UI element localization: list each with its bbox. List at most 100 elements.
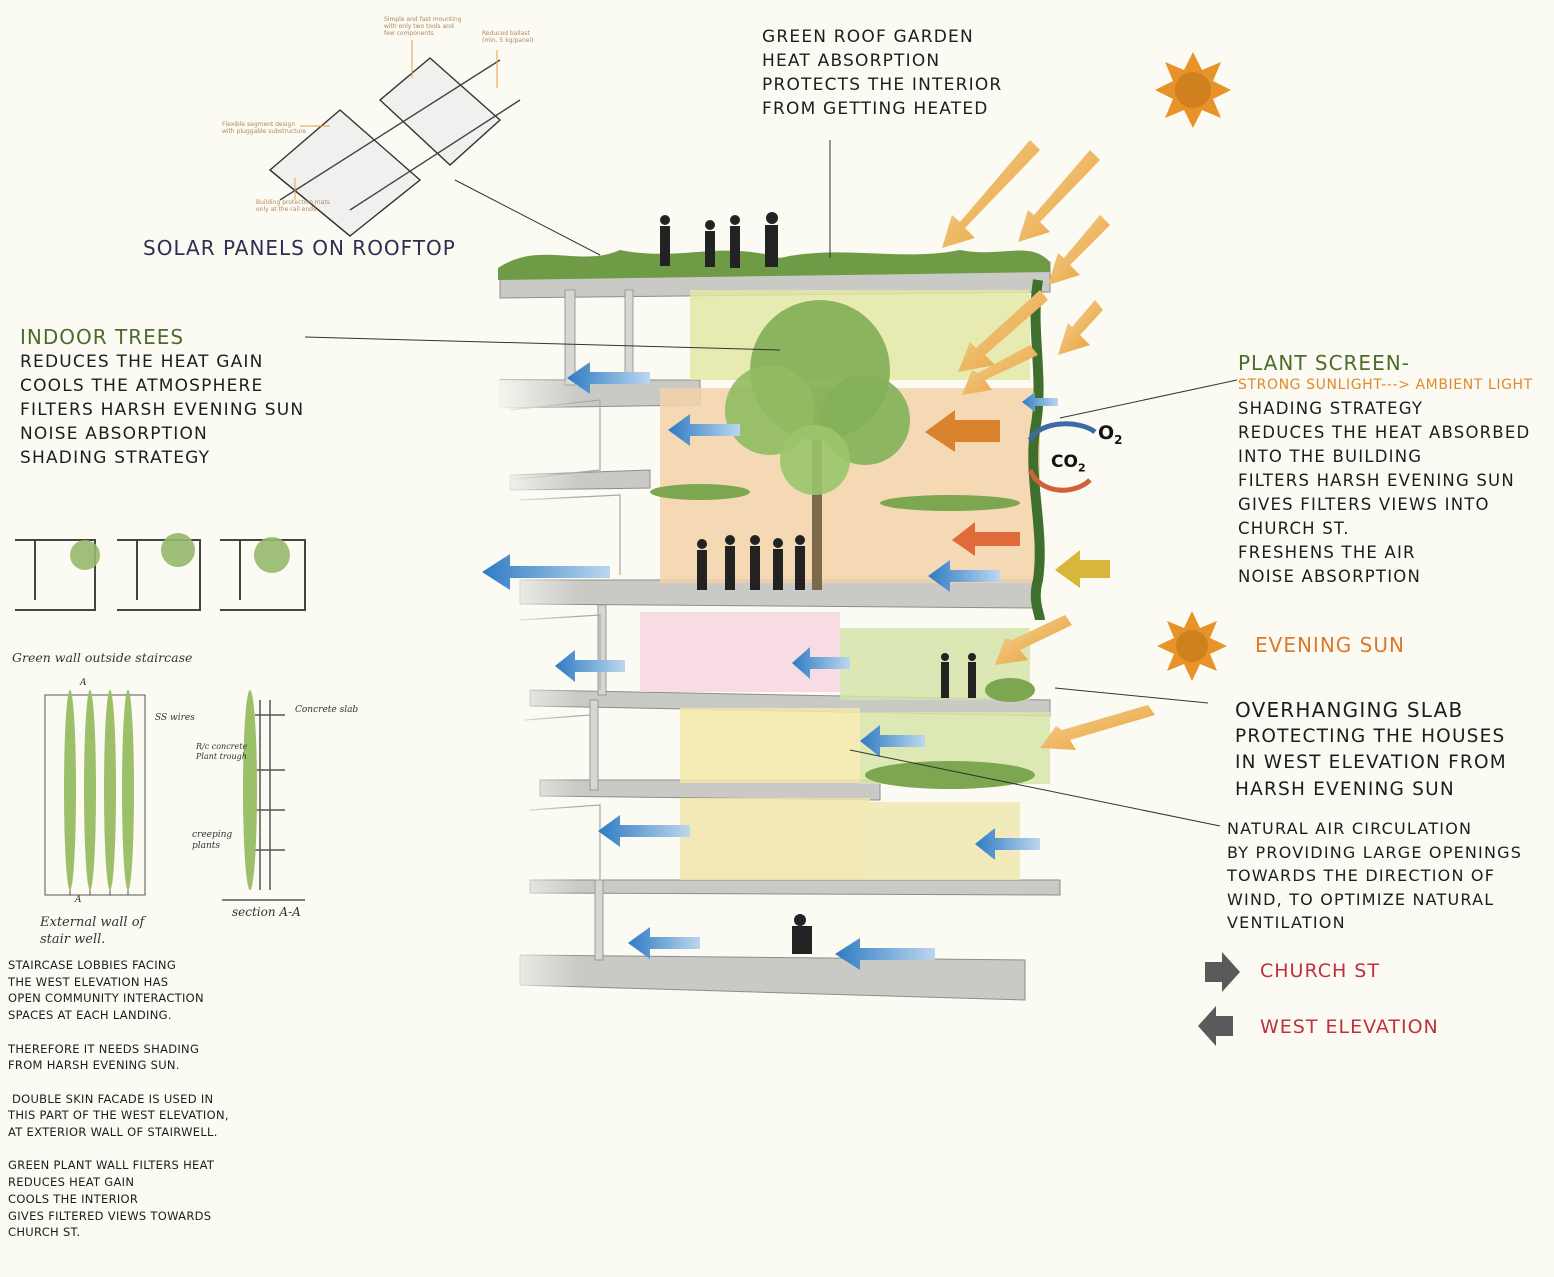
church-st-legend: CHURCH ST	[1260, 960, 1380, 982]
label-line: FRESHENS THE AIR	[1238, 543, 1416, 562]
sun-ray-arrow	[1040, 705, 1155, 750]
note-line	[8, 1074, 229, 1091]
evening-sun-label: EVENING SUN	[1255, 633, 1405, 657]
legend-arrows	[1198, 952, 1240, 1046]
label-line: HEAT ABSORPTION	[762, 51, 941, 71]
note-line: plants	[192, 841, 221, 851]
sun-ray-arrow	[1048, 215, 1110, 285]
note-line	[8, 1141, 229, 1158]
label-line: FILTERS HARSH EVENING SUN	[20, 400, 305, 420]
label-line: TOWARDS THE DIRECTION OF	[1227, 866, 1496, 885]
wind-arrow	[567, 362, 650, 394]
heat-arrow	[1055, 550, 1110, 588]
a-marker-top: A	[80, 678, 87, 688]
sun-ray-arrow	[958, 290, 1048, 372]
sun-ray-arrow	[942, 140, 1040, 248]
wind-arrow	[928, 560, 1000, 592]
arrow-right-icon	[1205, 952, 1240, 992]
label-line: FILTERS HARSH EVENING SUN	[1238, 471, 1515, 490]
note-line: Plant trough	[196, 752, 247, 761]
note-line: FROM HARSH EVENING SUN.	[8, 1058, 180, 1073]
person-figure	[773, 538, 783, 590]
note-line: DOUBLE SKIN FACADE IS USED IN	[8, 1091, 214, 1106]
wind-arrow	[482, 554, 610, 590]
sun-ray-arrow	[1018, 150, 1100, 242]
solar-note-segment: Flexible segment design with pluggable s…	[222, 121, 306, 135]
label-line: PROTECTING THE HOUSES	[1235, 725, 1506, 747]
note-line: GREEN PLANT WALL FILTERS HEAT	[8, 1158, 215, 1173]
concrete-slab-note: Concrete slab	[295, 705, 359, 715]
wind-arrows	[482, 362, 1058, 970]
person-figure	[792, 914, 812, 954]
sun-rays	[942, 140, 1155, 750]
label-line: NATURAL AIR CIRCULATION	[1227, 819, 1473, 838]
label-line: GIVES FILTERS VIEWS INTO	[1238, 495, 1490, 514]
plant-screen-title: PLANT SCREEN-	[1238, 351, 1410, 375]
note-line: CHURCH ST.	[8, 1225, 81, 1240]
note-line: with only two tools and	[384, 23, 454, 30]
label-line: COOLS THE ATMOSPHERE	[20, 376, 264, 396]
staircase-notes: STAIRCASE LOBBIES FACING THE WEST ELEVAT…	[8, 957, 229, 1241]
green-wall-sketch-plants	[70, 533, 290, 573]
leader-lines	[304, 140, 1238, 827]
note-line: Reduced ballast	[482, 30, 530, 37]
co2-text: CO	[1051, 452, 1078, 472]
note-line: GIVES FILTERED VIEWS TOWARDS	[8, 1208, 212, 1223]
label-line: SHADING STRATEGY	[1238, 399, 1424, 418]
person-figure	[725, 535, 735, 590]
note-line: with pluggable substructure	[222, 128, 307, 135]
person-figure	[750, 535, 760, 590]
note-line: R/c concrete	[196, 742, 248, 751]
solar-panel-sketch	[268, 57, 521, 237]
label-line: INTO THE BUILDING	[1238, 447, 1423, 466]
label-line: NOISE ABSORPTION	[1238, 567, 1422, 586]
section-sketch	[222, 700, 305, 901]
indoor-trees-list: REDUCES THE HEAT GAIN COOLS THE ATMOSPHE…	[20, 350, 304, 470]
label-line: REDUCES THE HEAT GAIN	[20, 352, 264, 372]
person-figure	[660, 215, 670, 266]
section-caption: section A-A	[232, 905, 301, 919]
solar-callout-lines	[294, 40, 498, 200]
external-wall-vines	[64, 690, 134, 890]
plant-screen-subtitle: STRONG SUNLIGHT---> AMBIENT LIGHT	[1238, 377, 1533, 393]
person-figure	[968, 653, 976, 698]
label-line: IN WEST ELEVATION FROM	[1235, 752, 1507, 773]
sun-ray-arrow	[962, 345, 1038, 395]
note-line	[8, 1024, 229, 1041]
section-vine	[243, 690, 257, 890]
label-line: VENTILATION	[1227, 913, 1346, 932]
west-elevation-legend: WEST ELEVATION	[1260, 1016, 1439, 1038]
sun-ray-arrow	[995, 615, 1072, 665]
wind-arrow	[860, 725, 925, 757]
creeping-plants-note: creeping plants	[192, 830, 232, 852]
wind-arrow	[835, 938, 935, 970]
note-line: Building protection mats	[256, 199, 330, 206]
sun-ray-arrow	[1058, 300, 1103, 355]
solar-note-ballast: Reduced ballast (min. 5 kg/panel)	[482, 30, 534, 44]
heat-arrow	[925, 410, 1000, 452]
wind-arrow	[598, 815, 690, 847]
note-line: AT EXTERIOR WALL OF STAIRWELL.	[8, 1125, 218, 1139]
person-figure	[705, 220, 715, 267]
label-line: GREEN ROOF GARDEN	[762, 27, 974, 47]
person-figure	[765, 212, 778, 267]
note-line: (min. 5 kg/panel)	[482, 37, 534, 44]
person-figure	[697, 539, 707, 590]
note-line: THE WEST ELEVATION HAS	[8, 974, 169, 989]
label-line: HARSH EVENING SUN	[1235, 778, 1455, 800]
label-line: PROTECTS THE INTERIOR	[762, 75, 1003, 95]
label-line: SHADING STRATEGY	[20, 448, 211, 468]
sun-icon-evening	[1157, 611, 1227, 681]
indoor-tree	[725, 300, 910, 590]
heat-arrows	[925, 410, 1110, 588]
label-line: WIND, TO OPTIMIZE NATURAL	[1227, 889, 1495, 909]
note-line: OPEN COMMUNITY INTERACTION	[8, 991, 204, 1006]
person-figure	[730, 215, 740, 268]
wind-arrow	[628, 927, 700, 959]
note-line: STAIRCASE LOBBIES FACING	[8, 958, 177, 972]
note-line: Simple and fast mounting	[384, 16, 462, 23]
note-line: SPACES AT EACH LANDING.	[8, 1008, 172, 1023]
note-line: only at the rail ends	[256, 206, 317, 213]
solar-panels-label: SOLAR PANELS ON ROOFTOP	[143, 236, 456, 260]
